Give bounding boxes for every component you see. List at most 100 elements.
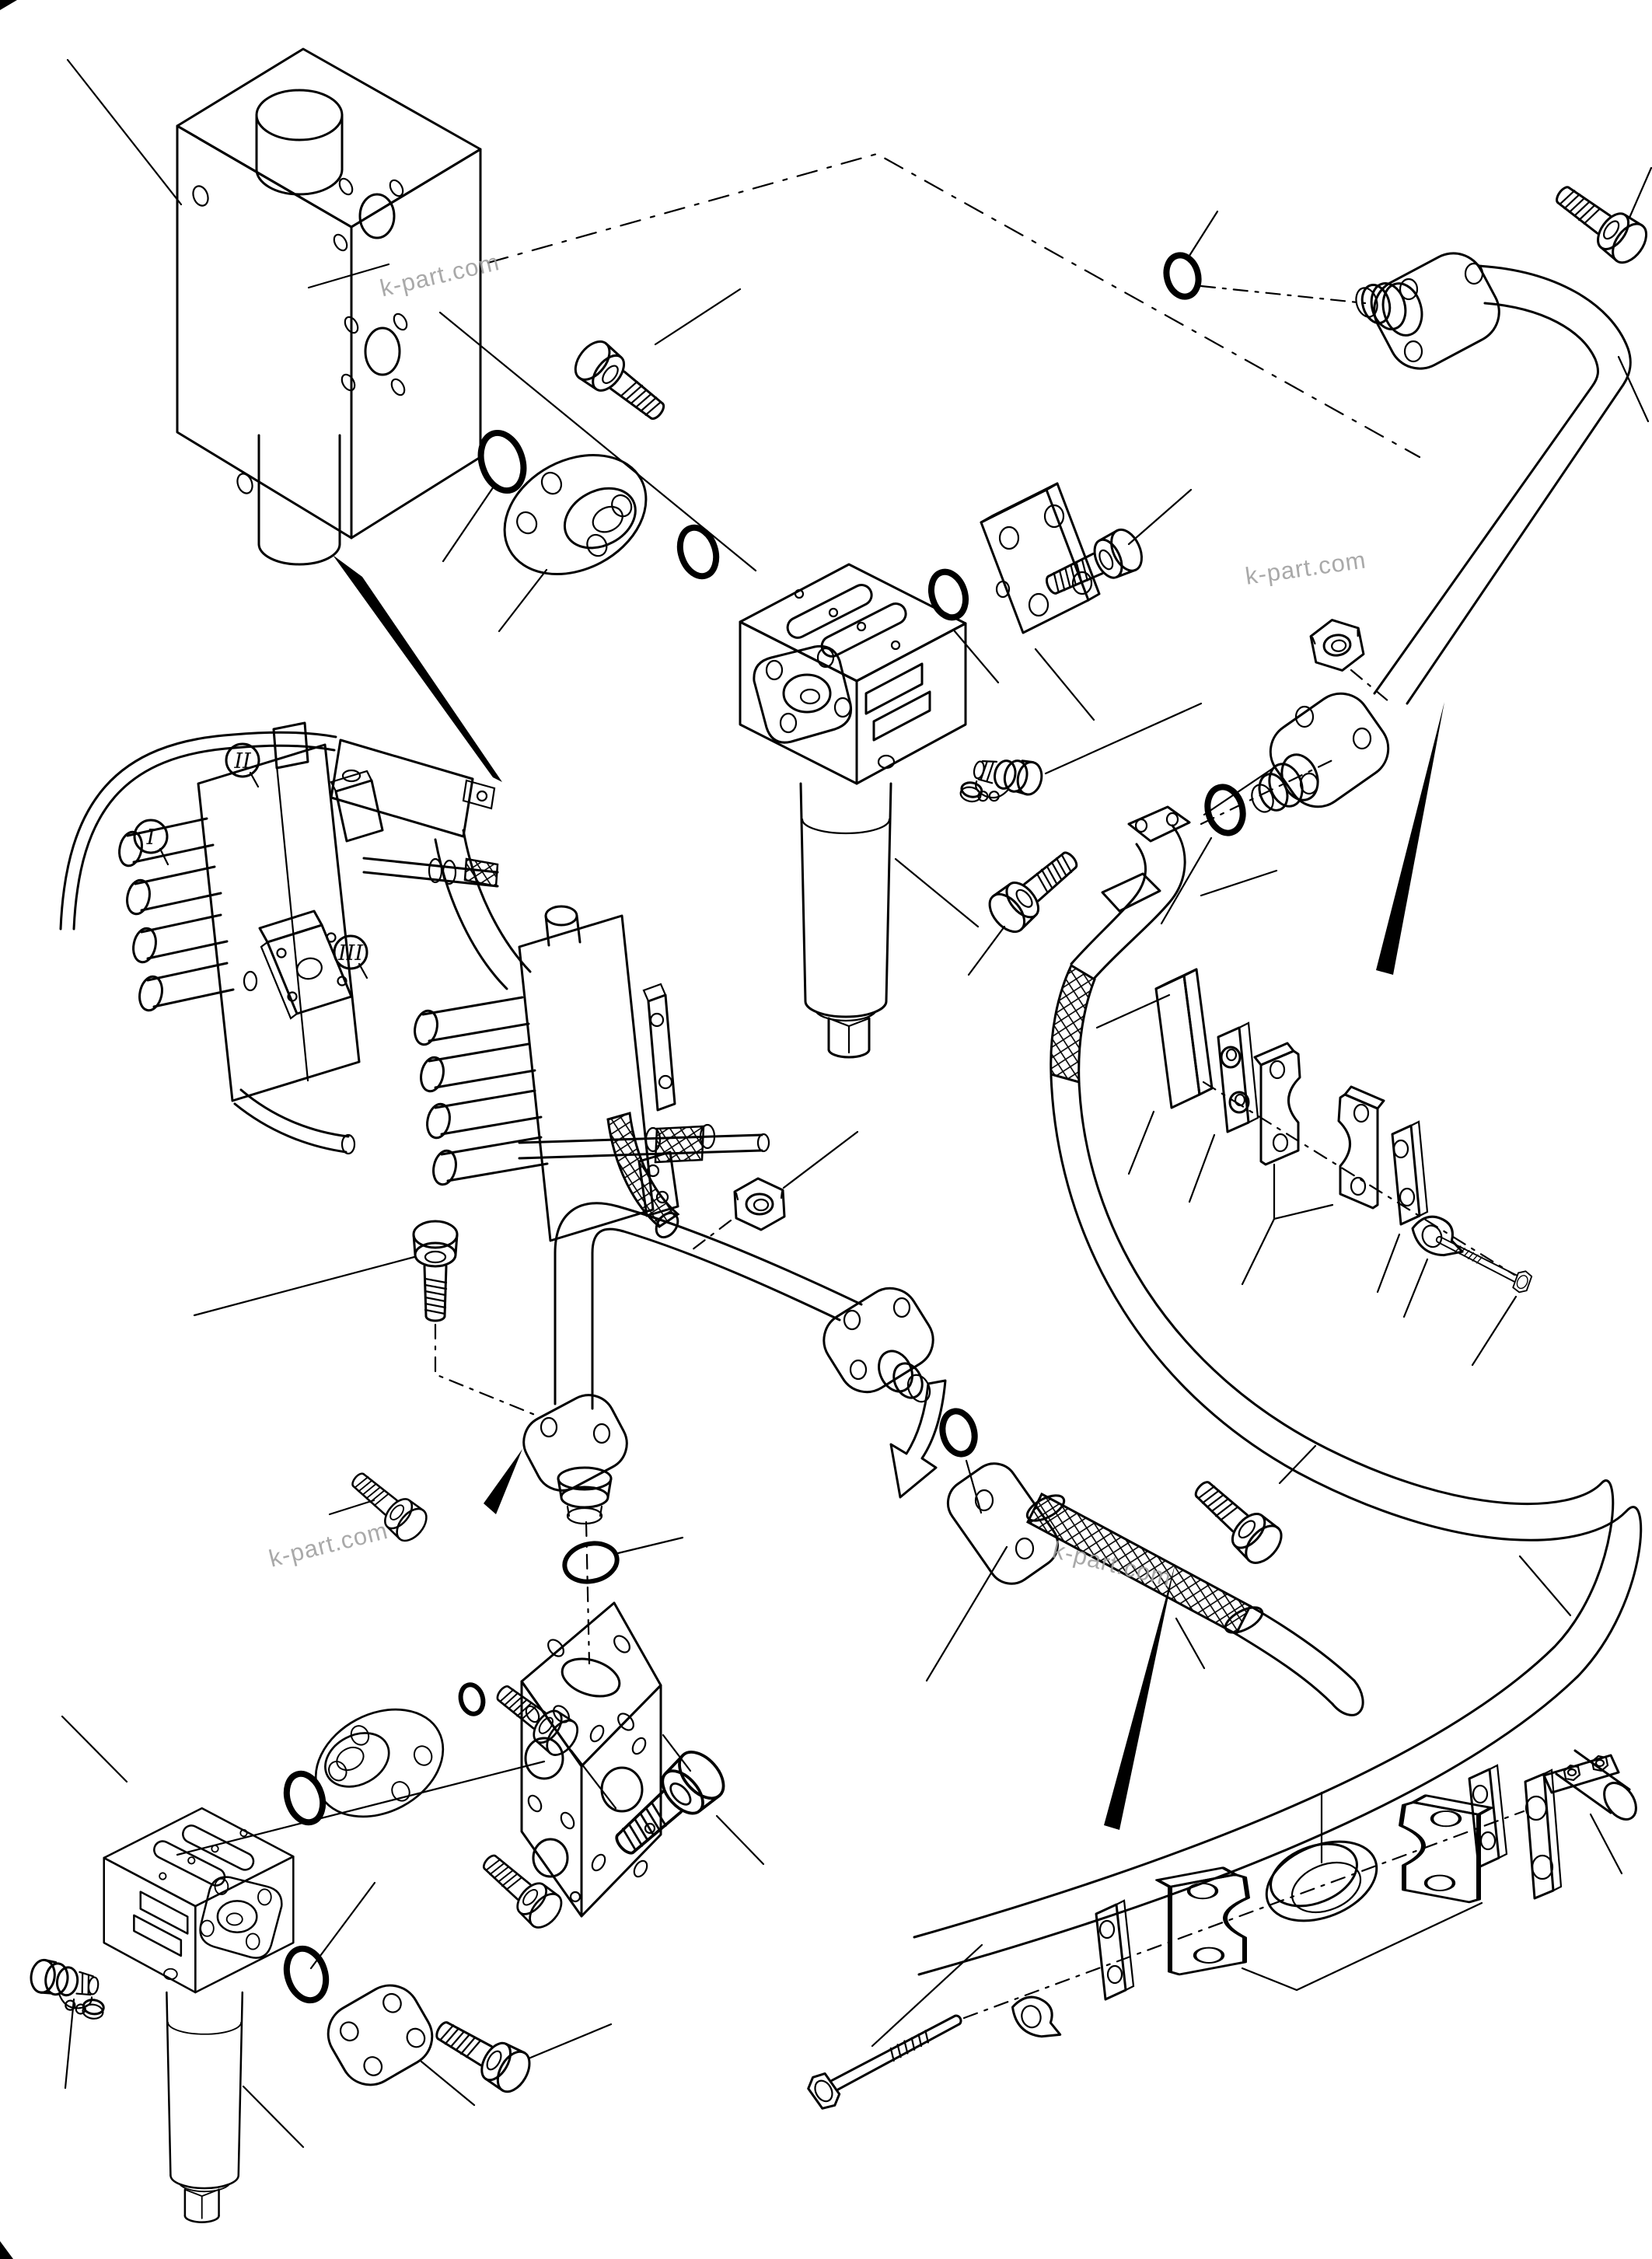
o-ring-2 (676, 524, 720, 580)
flow-direction-arrow (889, 1379, 947, 1499)
leader-line (1203, 766, 1275, 816)
leader-line (193, 1255, 416, 1317)
upper-return-pipe-assembly (1163, 252, 1632, 836)
leader-line (1160, 836, 1213, 925)
leader-line (1518, 1555, 1572, 1617)
u-pipe-right-flange (823, 1287, 934, 1403)
plug-fitting-1 (958, 747, 1046, 816)
hex-bolt-long-1 (803, 2002, 970, 2114)
lower-pipe-flange (1251, 692, 1390, 813)
watermark-text: k-part.com (266, 1517, 390, 1573)
leader-line (1617, 355, 1650, 423)
o-ring-9 (283, 1945, 330, 2004)
leader-line (498, 568, 548, 633)
watermarks: k-part.com k-part.com k-part.com k-part.… (266, 248, 1367, 1592)
o-ring-8 (283, 1770, 327, 1826)
return-filter-assembly-2 (103, 1807, 295, 2223)
o-ring-3 (927, 568, 969, 621)
leader-line (662, 1734, 692, 1772)
round-flange-1 (482, 430, 669, 599)
leader-line (1200, 869, 1278, 897)
leader-line (570, 1749, 617, 1810)
leader-line (1376, 1233, 1401, 1294)
leader-line (309, 1881, 376, 1970)
flex-hose (946, 1462, 1364, 1716)
leader-line (616, 1536, 684, 1555)
mounting-plate (980, 482, 1101, 634)
leader-line (1186, 210, 1219, 260)
pipe-outer-edge (1406, 264, 1632, 705)
center-line-dashed (1202, 1081, 1516, 1276)
socket-bolt-3 (1545, 173, 1652, 271)
leader-line (782, 1130, 859, 1189)
clamp-half (1158, 1868, 1248, 1974)
valve-block-lower-cylinder (257, 434, 341, 566)
leader-line (1402, 1258, 1429, 1318)
clamp-bar (1154, 968, 1214, 1109)
leader-lines (61, 58, 1652, 2149)
watermark-text: k-part.com (377, 248, 501, 302)
balloon-label: II (233, 749, 252, 773)
hose-inner-edge (913, 1081, 1615, 1939)
socket-bolt-1 (567, 333, 676, 432)
clamp-assembly-bottom (803, 1749, 1637, 2114)
flex-hose-flange (946, 1462, 1060, 1585)
hose-outer-edge (917, 1074, 1643, 1976)
center-line-dashed (962, 1810, 1525, 2020)
leader-line (967, 925, 1006, 976)
o-ring-6 (562, 1541, 620, 1584)
leader-line (1628, 166, 1652, 219)
o-ring-1 (477, 429, 527, 494)
leader-line (527, 2023, 613, 2060)
o-ring-4 (1163, 252, 1202, 300)
leader-line (61, 1715, 128, 1783)
leader-line (925, 1545, 1008, 1682)
tab-washer (1009, 1990, 1062, 2046)
leader-line (1127, 1110, 1155, 1175)
leader-line (242, 2085, 305, 2149)
leader-line (1241, 1217, 1276, 1286)
leader-line (64, 1998, 75, 2090)
bolt-plate (1217, 1021, 1259, 1133)
spool-bank-left (118, 743, 361, 1102)
control-valve-context-view: I II III (59, 721, 770, 1242)
leader-line (1188, 1133, 1216, 1203)
leader-line (1044, 702, 1203, 775)
leader-line (1589, 1813, 1623, 1875)
leader-line (965, 1459, 983, 1514)
balloon-label: I (146, 826, 156, 850)
leader-line (66, 58, 183, 206)
center-line-dashed (434, 1323, 536, 1416)
callout-balloon-1: I (133, 819, 169, 866)
pipe-inner-edge (1373, 302, 1599, 695)
corner-mark (0, 2241, 13, 2259)
leader-wedge-4 (484, 1449, 522, 1514)
leader-line (420, 2060, 476, 2107)
o-ring-10 (458, 1682, 486, 1716)
pilot-manifold-cube (243, 910, 353, 1020)
hex-bolt-long-2 (1431, 1227, 1535, 1296)
leader-line (1278, 1444, 1317, 1485)
center-line (176, 1760, 546, 1856)
leader-line (1127, 488, 1193, 546)
cover-plate (327, 1984, 434, 2086)
braided-hose-section (1050, 963, 1096, 1084)
socket-bolt-8 (427, 2008, 537, 2099)
leader-line (1034, 648, 1095, 721)
leader-line (1471, 1295, 1518, 1367)
socket-bolt-5 (1183, 1469, 1290, 1571)
grommet-ring (1265, 1840, 1378, 1922)
hex-nut-2 (733, 1177, 786, 1231)
socket-bolt-6 (412, 1220, 459, 1322)
u-pipe-left-flange (522, 1394, 628, 1525)
leader-line (1273, 1163, 1334, 1220)
callout-balloon-2: II (225, 742, 260, 788)
manifold-block (520, 1601, 662, 1918)
center-line-dashed (487, 152, 1421, 459)
spool-bank-right (414, 905, 655, 1242)
plug-fitting-2 (25, 1957, 110, 2021)
hex-nut-1 (1308, 615, 1367, 676)
leader-line (654, 288, 742, 346)
callout-balloon-3: III (333, 934, 368, 979)
